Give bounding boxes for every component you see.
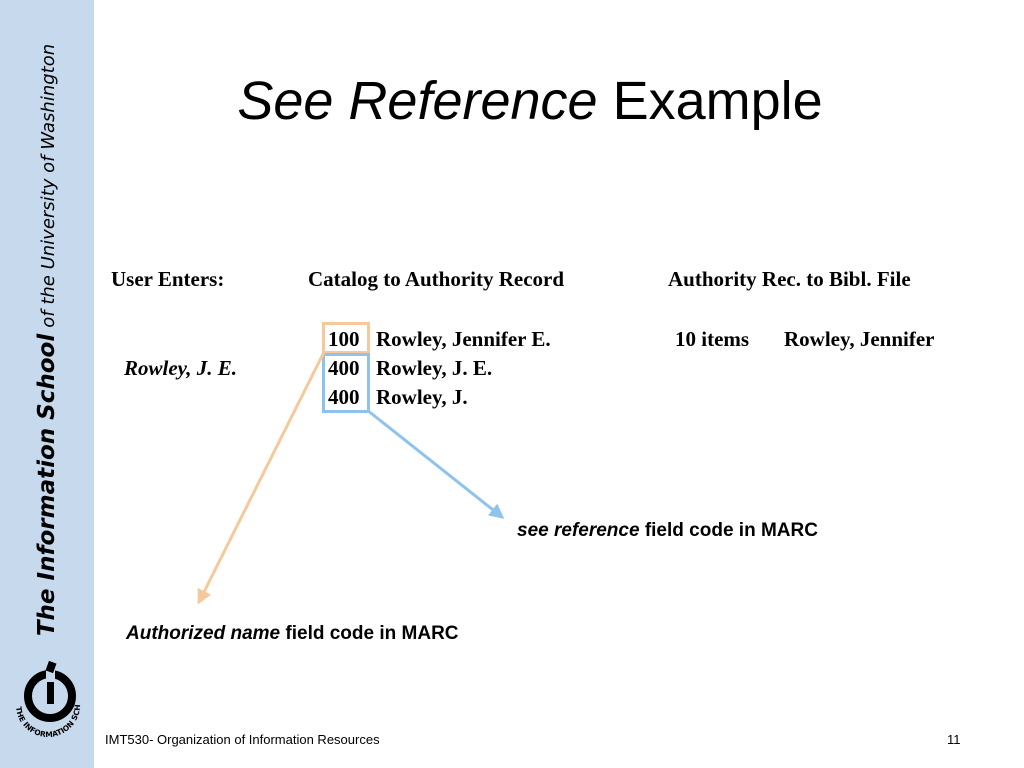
row-3-code: 400	[328, 385, 360, 409]
row-3-name: Rowley, J.	[376, 385, 468, 409]
row-1-name: Rowley, Jennifer E.	[376, 327, 551, 351]
user-input-name: Rowley, J. E.	[124, 356, 237, 380]
see-reference-caption-plain: field code in MARC	[639, 520, 818, 541]
see-reference-code-box	[322, 353, 370, 413]
footer-course: IMT530- Organization of Information Reso…	[105, 732, 380, 747]
authorized-arrow	[197, 351, 326, 605]
see-reference-caption: see reference field code in MARC	[517, 520, 818, 542]
row-2-name: Rowley, J. E.	[376, 356, 493, 380]
bibl-item-count: 10 items	[675, 327, 750, 351]
ischool-logo: THE INFORMATION SCHOOL	[6, 660, 82, 739]
header-authority-to-bibl: Authority Rec. to Bibl. File	[668, 267, 911, 291]
see-reference-caption-italic: see reference	[517, 520, 640, 541]
title-italic: See Reference	[237, 71, 598, 131]
bibl-name: Rowley, Jennifer	[784, 327, 935, 351]
authorized-code-box	[322, 322, 370, 354]
sidebar: The Information School of the University…	[0, 0, 94, 768]
row-2-code: 400	[328, 356, 360, 380]
authorized-name-caption: Authorized name field code in MARC	[126, 623, 459, 645]
authorized-name-caption-italic: Authorized name	[126, 623, 281, 644]
title-plain: Example	[597, 71, 823, 131]
slide-title: See Reference Example	[0, 70, 1024, 132]
header-catalog-to-authority: Catalog to Authority Record	[308, 267, 565, 291]
see-reference-arrow	[366, 408, 505, 519]
authorized-name-caption-plain: field code in MARC	[280, 623, 459, 644]
footer-page-number: 11	[947, 732, 961, 747]
header-user-enters: User Enters:	[111, 267, 225, 291]
row-1-code: 100	[328, 327, 360, 351]
